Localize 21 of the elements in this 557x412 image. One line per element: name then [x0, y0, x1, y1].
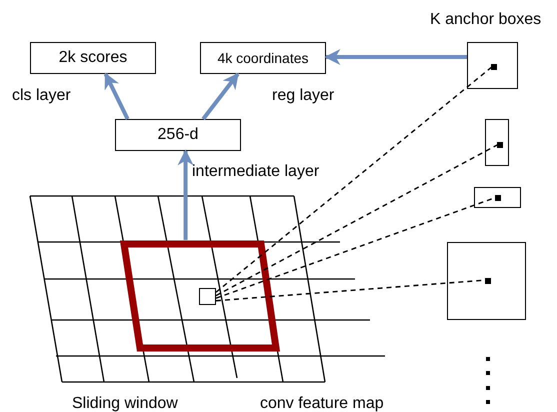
dashed-line — [216, 65, 494, 293]
anchor-box — [485, 119, 509, 166]
sliding-window — [120, 240, 280, 352]
arrow — [202, 72, 240, 120]
edge-label: reg layer — [272, 87, 334, 105]
anchor-box — [467, 42, 518, 89]
caption-text: conv feature map — [260, 395, 384, 412]
heading-label: K anchor boxes — [430, 11, 542, 29]
output-box: 2k scores — [30, 42, 156, 74]
anchor-box — [474, 187, 521, 208]
edge-label: cls layer — [12, 87, 71, 105]
anchor-box — [447, 242, 526, 320]
window-center-box — [199, 288, 216, 305]
caption-text: Sliding window — [72, 395, 178, 412]
arrow — [178, 149, 194, 240]
arrow — [324, 49, 467, 66]
edge-label: intermediate layer — [192, 163, 320, 181]
output-box: 4k coordinates — [200, 42, 326, 74]
feature-vector-box: 256-d — [115, 119, 241, 151]
dashed-line — [216, 143, 500, 296]
arrow — [104, 72, 130, 120]
